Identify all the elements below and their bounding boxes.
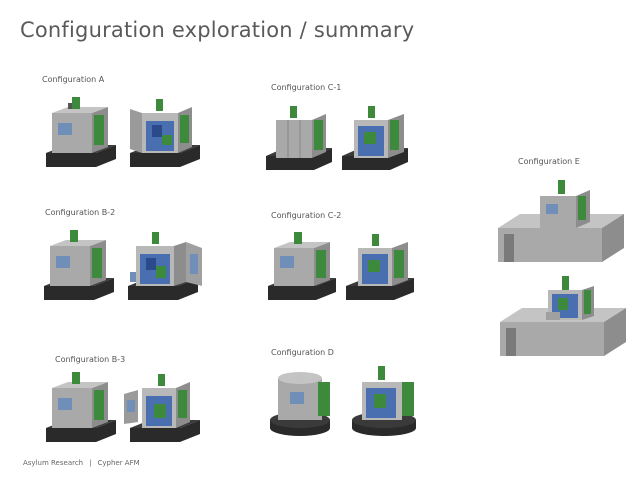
label-config-b2: Configuration B-2 bbox=[45, 208, 116, 217]
footer-company: Asylum Research bbox=[23, 459, 84, 467]
label-config-b3: Configuration B-3 bbox=[55, 355, 126, 364]
label-config-c2: Configuration C-2 bbox=[271, 211, 342, 220]
config-e-open-render bbox=[500, 276, 626, 356]
config-c2-closed-render bbox=[268, 232, 336, 300]
config-b2-closed-render bbox=[44, 230, 114, 300]
config-d-closed-render bbox=[270, 372, 330, 436]
config-b2-open-render bbox=[128, 232, 202, 300]
config-d-open-render bbox=[352, 366, 416, 436]
label-config-a: Configuration A bbox=[42, 75, 105, 84]
config-b3-open-render bbox=[124, 374, 200, 442]
label-config-e: Configuration E bbox=[518, 157, 580, 166]
config-b3-closed-render bbox=[46, 372, 116, 442]
config-a-open-render bbox=[130, 99, 200, 167]
page-title: Configuration exploration / summary bbox=[20, 18, 415, 42]
config-e-closed-render bbox=[498, 180, 624, 262]
footer-separator: | bbox=[89, 459, 92, 467]
label-config-d: Configuration D bbox=[271, 348, 334, 357]
label-config-c1: Configuration C-1 bbox=[271, 83, 342, 92]
footer: Asylum Research | Cypher AFM bbox=[23, 459, 140, 467]
config-c1-open-render bbox=[342, 106, 408, 170]
footer-product: Cypher AFM bbox=[97, 459, 140, 467]
config-c2-open-render bbox=[346, 234, 414, 300]
config-a-closed-render bbox=[46, 97, 116, 167]
config-c1-closed-render bbox=[266, 106, 332, 170]
